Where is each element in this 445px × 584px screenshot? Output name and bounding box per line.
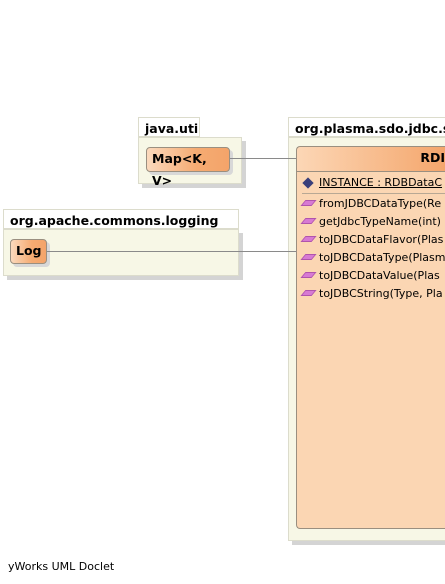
method-icon — [300, 236, 317, 242]
field-instance[interactable]: INSTANCE : RDBDataC — [302, 174, 445, 192]
method-icon — [300, 254, 317, 260]
field-compartment: INSTANCE : RDBDataC — [302, 173, 445, 194]
class-log[interactable]: Log — [10, 239, 47, 264]
method-item[interactable]: toJDBCDataValue(Plas — [300, 267, 445, 285]
method-item[interactable]: toJDBCDataFlavor(Plas — [300, 231, 445, 249]
package-name: org.apache.commons.logging — [3, 209, 239, 229]
class-rdb-data-converter[interactable]: RDI INSTANCE : RDBDataC fromJDBCDataType… — [296, 146, 445, 529]
method-item[interactable]: fromJDBCDataType(Re — [300, 195, 445, 213]
static-field-icon — [302, 177, 314, 189]
method-item[interactable]: toJDBCString(Type, Pla — [300, 285, 445, 303]
footer-credit: yWorks UML Doclet — [8, 560, 115, 573]
class-map[interactable]: Map<K, V> — [146, 147, 230, 188]
method-item[interactable]: toJDBCDataType(Plasm — [300, 249, 445, 267]
method-icon — [300, 290, 317, 296]
class-header: RDI — [297, 147, 445, 172]
dependency-line-map — [230, 158, 296, 159]
class-title: RDI — [420, 150, 445, 165]
dependency-line-log — [47, 251, 296, 252]
package-name: java.util — [138, 117, 200, 137]
method-icon — [300, 218, 317, 224]
method-icon — [300, 200, 317, 206]
package-name: org.plasma.sdo.jdbc.s — [288, 117, 445, 137]
method-item[interactable]: getJdbcTypeName(int) — [300, 213, 445, 231]
method-icon — [300, 272, 317, 278]
